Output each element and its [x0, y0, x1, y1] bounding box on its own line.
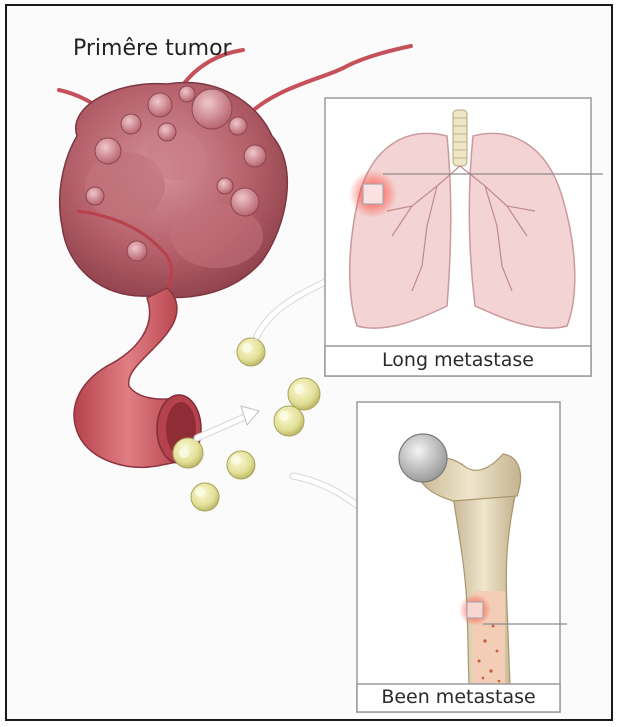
bone-metastasis-label: Been metastase [357, 686, 560, 708]
lung-lesion [363, 184, 383, 204]
lung-metastasis-label: Long metastase [325, 349, 591, 371]
primary-tumor [60, 83, 288, 306]
bone-lesion [467, 602, 483, 618]
bone-panel [357, 402, 567, 712]
diagram-frame: Primêre tumor Long metastase Been metast… [5, 4, 613, 721]
lung-panel [325, 98, 603, 376]
primary-tumor-label: Primêre tumor [73, 36, 232, 61]
